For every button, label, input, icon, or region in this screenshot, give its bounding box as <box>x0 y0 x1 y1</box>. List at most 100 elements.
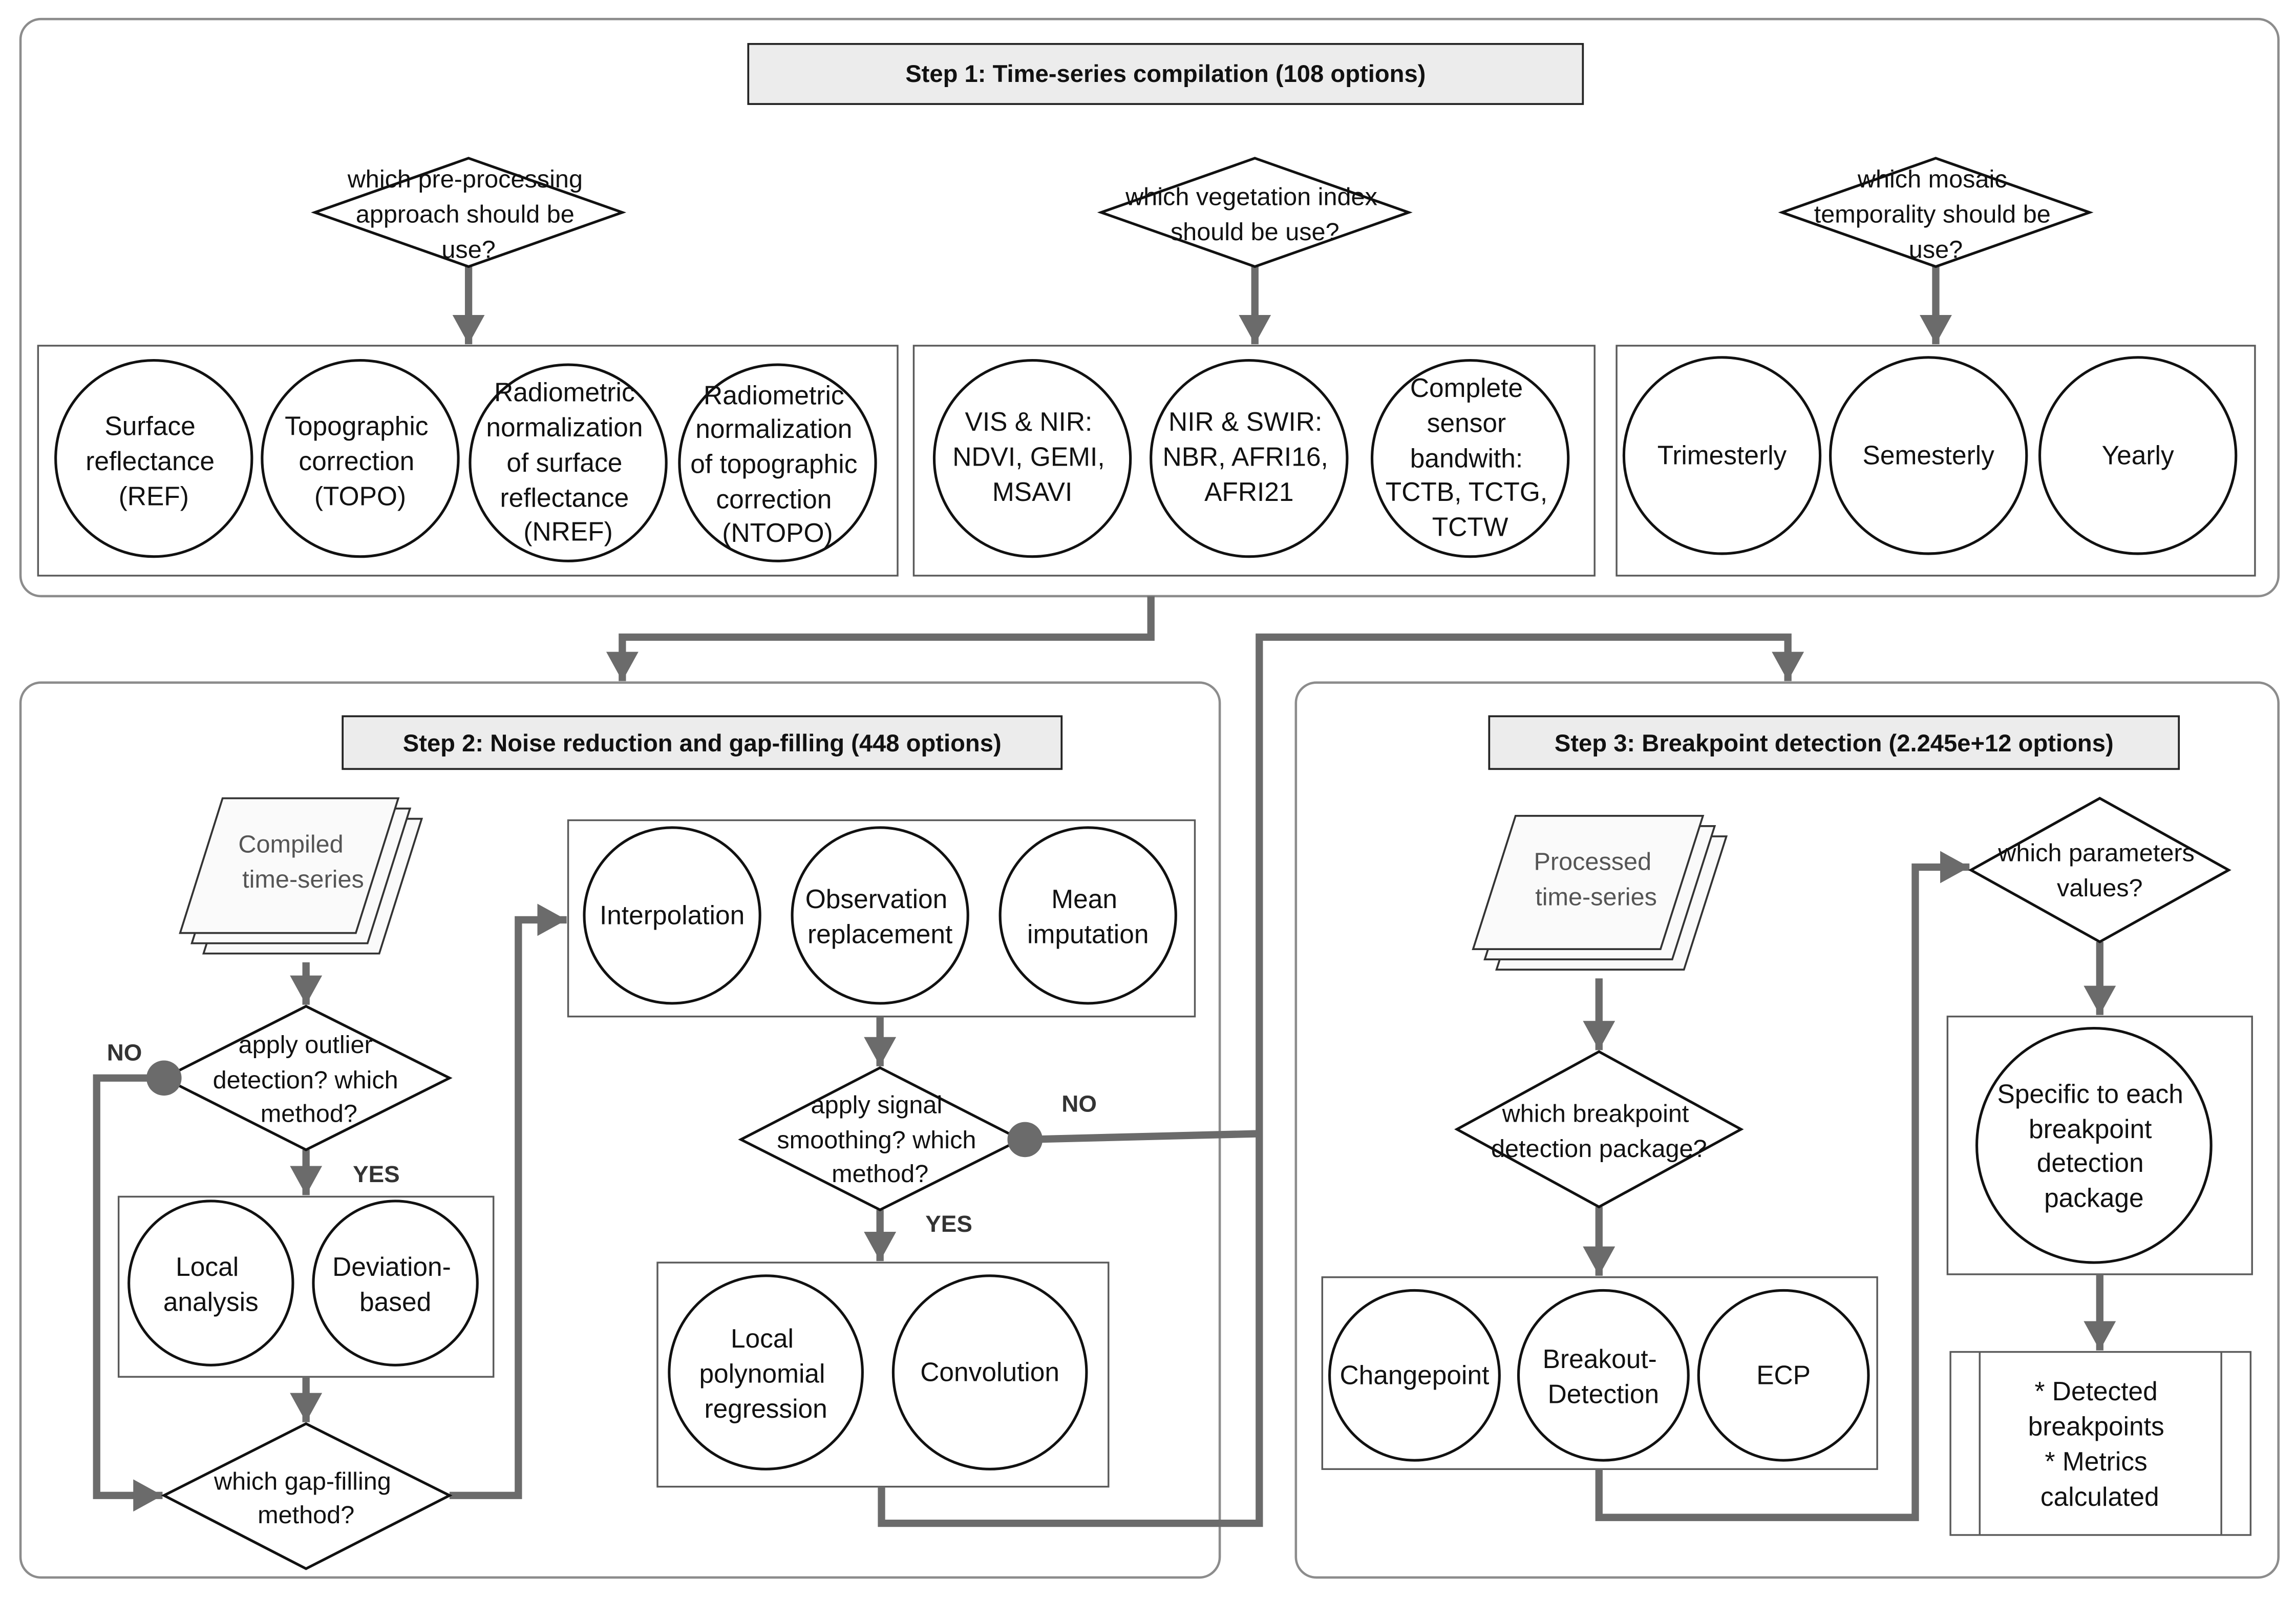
option-circle <box>932 359 1132 558</box>
vegetation-index-question: which vegetation index should be use? <box>1097 157 1413 268</box>
decision-diamond <box>1968 796 2231 943</box>
option-breakout-detection: Breakout- Detection <box>1517 1289 1690 1462</box>
option-trimesterly: Trimesterly <box>1622 356 1822 555</box>
option-label-line: ECP <box>1756 1360 1811 1390</box>
option-label-line: analysis <box>163 1287 259 1316</box>
option-surface-reflectance: Surface reflectance (REF) <box>54 359 253 558</box>
question-line: temporality should be <box>1814 201 2051 228</box>
connector-smoothing-no <box>1025 1130 1260 1144</box>
option-label: Local analysis <box>163 1252 259 1317</box>
option-label-line: based <box>359 1287 431 1316</box>
option-convolution: Convolution <box>891 1274 1088 1470</box>
option-label-line: Detection <box>1548 1379 1659 1409</box>
option-label: Specific to each breakpoint detection pa… <box>1997 1079 2191 1212</box>
option-label-line: MSAVI <box>992 477 1072 507</box>
connector-step1-to-step2 <box>606 596 1155 681</box>
question-line: which mosaic <box>1857 165 2007 193</box>
connector-package-to-parameters <box>1595 851 1970 1521</box>
option-nref: Radiometric normalization of surface ref… <box>469 363 668 562</box>
option-circle <box>54 359 253 558</box>
step2-title-group: Step 2: Noise reduction and gap-filling … <box>342 715 1063 770</box>
option-label: NIR & SWIR: NBR, AFRI16, AFRI21 <box>1163 407 1336 507</box>
input-label-line: Compiled <box>238 830 343 858</box>
decision-diamond <box>161 1422 453 1570</box>
option-label-line: Local <box>731 1323 794 1353</box>
option-label-line: Mean <box>1051 884 1117 914</box>
step2-panel <box>19 681 1221 1579</box>
question-label: which mosaic temporality should be use? <box>1814 165 2058 263</box>
step3-panel <box>1294 681 2280 1579</box>
decision-diamond <box>311 157 627 268</box>
option-circle <box>2038 356 2238 555</box>
option-label-line: AFRI21 <box>1204 477 1294 507</box>
input-label: Compiled time-series <box>238 830 364 893</box>
option-label-line: Radiometric <box>704 380 844 410</box>
option-label: Radiometric normalization of surface ref… <box>486 377 650 546</box>
yes-label: YES <box>925 1211 972 1237</box>
preprocessing-question: which pre-processing approach should be … <box>311 157 627 268</box>
parameters-question: which parameters values? <box>1968 796 2231 943</box>
option-label-line: Changepoint <box>1340 1360 1490 1390</box>
option-label-line: Trimesterly <box>1657 440 1787 470</box>
option-label: Convolution <box>920 1357 1059 1387</box>
option-label: Topographic correction (TOPO) <box>285 411 436 511</box>
input-label: Processed time-series <box>1534 848 1658 911</box>
option-label-line: TCTW <box>1432 512 1508 542</box>
option-yearly: Yearly <box>2038 356 2238 555</box>
option-ecp: ECP <box>1697 1289 1870 1462</box>
option-label-line: bandwith: <box>1410 443 1523 473</box>
output-label-line: * Detected <box>2034 1376 2157 1406</box>
option-circle <box>1622 356 1822 555</box>
input-label-line: Processed <box>1534 848 1651 876</box>
question-line: apply outlier <box>239 1031 373 1059</box>
option-circle <box>998 826 1177 1005</box>
option-local-analysis: Local analysis <box>127 1200 294 1366</box>
decision-diamond <box>161 1004 453 1151</box>
option-label-line: (NTOPO) <box>722 518 833 548</box>
option-label-line: breakpoint <box>2029 1114 2152 1144</box>
option-label-line: correction <box>716 484 832 514</box>
compiled-time-series-input: Compiled time-series <box>179 797 423 955</box>
option-label-line: TCTB, TCTG, <box>1386 477 1547 507</box>
step1-title: Step 1: Time-series compilation (108 opt… <box>905 60 1426 87</box>
output-label-line: * Metrics <box>2045 1446 2148 1476</box>
option-ntopo: Radiometric normalization of topographic… <box>678 363 877 562</box>
step3-title-group: Step 3: Breakpoint detection (2.245e+12 … <box>1488 715 2180 770</box>
option-label-line: Radiometric <box>494 377 635 407</box>
step2-title: Step 2: Noise reduction and gap-filling … <box>403 729 1002 756</box>
input-label-line: time-series <box>1535 883 1657 911</box>
question-label: which gap-filling method? <box>214 1467 398 1529</box>
mosaic-temporality-question: which mosaic temporality should be use? <box>1778 157 2094 268</box>
question-line: use? <box>1909 236 1963 263</box>
step3-title-box <box>1488 715 2180 770</box>
no-label: NO <box>107 1039 142 1065</box>
step2-title-box <box>342 715 1063 770</box>
option-label-line: Specific to each <box>1997 1079 2183 1108</box>
no-label: NO <box>1061 1091 1097 1117</box>
option-label: ECP <box>1756 1360 1811 1390</box>
step1-title-box <box>747 43 1584 105</box>
document-sheet <box>179 797 400 934</box>
option-circle <box>583 826 761 1005</box>
option-observation-replacement: Observation replacement <box>791 826 969 1005</box>
option-label: Changepoint <box>1340 1360 1490 1390</box>
option-label-line: VIS & NIR: <box>965 407 1093 436</box>
question-line: detection package? <box>1491 1135 1707 1163</box>
question-label: which breakpoint detection package? <box>1491 1100 1707 1163</box>
option-label-line: Semesterly <box>1863 440 1995 470</box>
option-label-line: reflectance <box>500 482 629 512</box>
question-label: which parameters values? <box>1997 839 2201 902</box>
option-label: Breakout- Detection <box>1543 1344 1664 1409</box>
question-label: which pre-processing approach should be … <box>347 165 590 263</box>
question-line: which parameters <box>1997 839 2195 867</box>
option-label-line: polynomial <box>699 1359 825 1389</box>
option-label-line: Local <box>176 1252 239 1281</box>
option-label-line: regression <box>704 1394 827 1423</box>
option-circle <box>1150 359 1349 558</box>
decision-diamond <box>1778 157 2094 268</box>
option-semesterly: Semesterly <box>1829 356 2028 555</box>
connector-step2-to-step3 <box>878 633 1804 1527</box>
option-label-line: replacement <box>807 919 952 949</box>
option-label: Trimesterly <box>1657 440 1787 470</box>
